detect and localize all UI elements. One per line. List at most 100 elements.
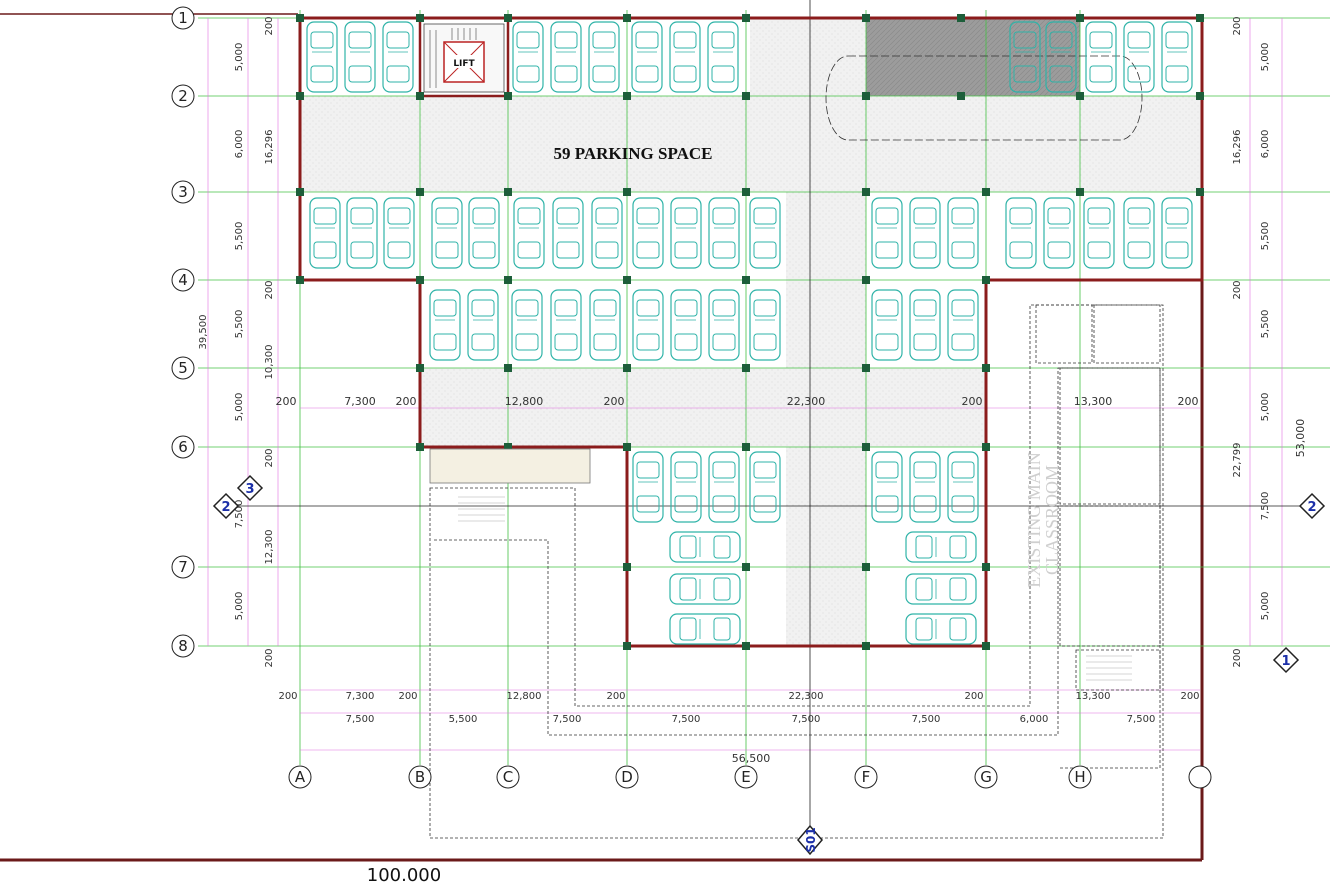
stair-lines [458,496,1132,681]
section-marker-left-3: 3 [236,474,264,502]
svg-text:200: 200 [398,691,417,702]
svg-text:7,300: 7,300 [346,691,375,702]
svg-text:5,000: 5,000 [234,43,245,72]
svg-text:5,500: 5,500 [449,714,478,725]
svg-text:200: 200 [264,16,275,35]
svg-text:5,000: 5,000 [234,592,245,621]
svg-text:5,500: 5,500 [234,310,245,339]
svg-text:16,296: 16,296 [1232,130,1243,165]
svg-text:6: 6 [178,438,188,456]
svg-text:5,500: 5,500 [1260,222,1271,251]
section-marker-left-2: 2 [212,492,240,520]
svg-text:200: 200 [264,648,275,667]
column-bubbles: A B C D E F G H [288,765,1212,789]
svg-text:A: A [295,768,306,786]
svg-text:200: 200 [276,395,297,408]
svg-text:16,296: 16,296 [264,130,275,165]
entrance-ramp [429,448,591,484]
svg-text:12,300: 12,300 [264,530,275,565]
svg-text:7,500: 7,500 [792,714,821,725]
lift-core: LIFT [423,23,505,93]
section-marker-right-1: 1 [1272,646,1300,674]
svg-text:12,800: 12,800 [505,395,544,408]
svg-text:5: 5 [178,359,188,377]
right-dimension-col-1: 5,000 6,000 5,500 5,500 5,000 7,500 5,00… [1260,43,1271,621]
svg-text:200: 200 [1232,16,1243,35]
svg-text:7,500: 7,500 [553,714,582,725]
drive-loop [825,55,1143,141]
top-dimension-row: 200 7,300 200 12,800 200 22,300 200 13,3… [276,395,1199,408]
svg-text:2: 2 [221,500,230,515]
svg-text:B: B [415,768,425,786]
right-dimension-col-2: 200 16,296 200 22,799 200 [1232,16,1243,667]
svg-text:2: 2 [178,87,188,105]
dimension-lines [207,18,1283,751]
svg-text:22,300: 22,300 [789,691,824,702]
svg-text:200: 200 [604,395,625,408]
lift-label: LIFT [453,59,475,69]
svg-text:F: F [862,768,871,786]
svg-text:200: 200 [1232,280,1243,299]
svg-text:200: 200 [264,448,275,467]
svg-text:7,500: 7,500 [1260,492,1271,521]
overall-width-label: 100.000 [367,865,441,883]
below-outline [429,304,1164,839]
classroom-label: EXISTING MAIN CLASSROOM [1024,452,1062,587]
svg-text:22,799: 22,799 [1232,443,1243,478]
svg-text:5,500: 5,500 [234,222,245,251]
svg-text:1: 1 [178,9,188,27]
right-total-dim: 53,000 [1294,419,1307,458]
svg-text:8: 8 [178,637,188,655]
svg-text:5,000: 5,000 [1260,393,1271,422]
svg-text:7: 7 [178,558,188,576]
svg-text:7,500: 7,500 [912,714,941,725]
left-dimension-col-2: 200 16,296 200 10,300 200 12,300 200 [264,16,275,667]
section-marker-bottom: S01 [797,824,823,856]
svg-text:5,000: 5,000 [1260,43,1271,72]
bottom-dimension-row-2: 7,500 5,500 7,500 7,500 7,500 7,500 6,00… [346,714,1156,725]
left-dimension-col-1: 5,000 6,000 5,500 5,500 5,000 7,500 5,00… [234,43,245,621]
svg-text:12,800: 12,800 [507,691,542,702]
svg-text:3: 3 [245,482,254,497]
left-total-dim: 39,500 [198,315,209,350]
floor-area [300,18,1202,645]
svg-text:EXISTING MAIN: EXISTING MAIN [1024,452,1044,587]
svg-text:D: D [621,768,633,786]
svg-text:13,300: 13,300 [1076,691,1111,702]
svg-text:10,300: 10,300 [264,345,275,380]
svg-text:200: 200 [1232,648,1243,667]
svg-text:7,500: 7,500 [346,714,375,725]
bottom-dimension-row-1: 200 7,300 200 12,800 200 22,300 200 13,3… [278,691,1199,702]
svg-text:6,000: 6,000 [234,130,245,159]
svg-text:4: 4 [178,271,188,289]
svg-text:E: E [741,768,750,786]
svg-text:200: 200 [396,395,417,408]
svg-text:200: 200 [1180,691,1199,702]
svg-text:7,500: 7,500 [1127,714,1156,725]
svg-text:S01: S01 [804,827,818,852]
svg-text:200: 200 [964,691,983,702]
svg-text:5,000: 5,000 [1260,592,1271,621]
svg-text:5,500: 5,500 [1260,310,1271,339]
row-bubbles: 1 2 3 4 5 6 7 8 [171,6,195,658]
svg-text:22,300: 22,300 [787,395,826,408]
svg-text:200: 200 [1178,395,1199,408]
section-marker-right-2: 2 [1298,492,1326,520]
svg-text:3: 3 [178,183,188,201]
svg-text:200: 200 [962,395,983,408]
svg-text:200: 200 [606,691,625,702]
svg-text:6,000: 6,000 [1260,130,1271,159]
svg-text:200: 200 [264,280,275,299]
svg-text:C: C [503,768,513,786]
total-width-dim: 56,500 [732,752,771,765]
svg-text:200: 200 [278,691,297,702]
svg-text:7,500: 7,500 [672,714,701,725]
structural-columns [296,14,1204,650]
svg-text:G: G [980,768,992,786]
parking-title: 59 PARKING SPACE [554,144,713,163]
svg-text:CLASSROOM: CLASSROOM [1042,465,1062,575]
svg-text:13,300: 13,300 [1074,395,1113,408]
svg-text:7,500: 7,500 [234,500,245,529]
svg-text:6,000: 6,000 [1020,714,1049,725]
